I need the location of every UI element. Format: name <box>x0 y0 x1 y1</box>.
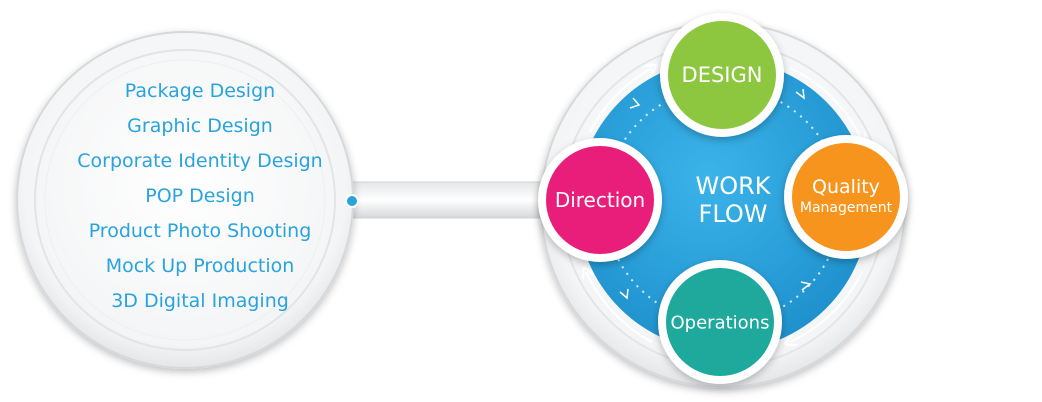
service-item: Product Photo Shooting <box>88 220 312 242</box>
service-item: 3D Digital Imaging <box>111 290 289 312</box>
workflow-hub <box>577 59 869 351</box>
connector-dot <box>345 194 359 208</box>
service-item: Corporate Identity Design <box>77 150 323 172</box>
operations-node <box>658 260 782 384</box>
connector-bar <box>344 181 571 219</box>
service-item: POP Design <box>145 185 255 207</box>
service-item: Mock Up Production <box>105 255 295 277</box>
quality-management-node <box>784 135 908 259</box>
quality-label-line2: Management <box>799 200 893 216</box>
arrow-bottom-left <box>586 272 653 343</box>
operations-label: Operations <box>670 312 770 334</box>
cycle-arrows <box>586 68 862 342</box>
workflow-center-title: WORK FLOW <box>695 172 770 228</box>
service-item: Package Design <box>124 80 276 102</box>
arrow-top-right <box>789 67 862 140</box>
service-item: Graphic Design <box>127 115 273 137</box>
design-label: DESIGN <box>681 63 763 87</box>
arrow-top-left <box>589 68 652 133</box>
workflow-center-line2: FLOW <box>698 200 768 228</box>
workflow-center-line1: WORK <box>695 172 771 200</box>
quality-label: Quality Management <box>800 177 892 219</box>
direction-label: Direction <box>554 188 646 212</box>
quality-label-line1: Quality <box>812 176 880 198</box>
design-node <box>660 13 784 137</box>
services-list: Package Design Graphic Design Corporate … <box>40 74 360 319</box>
arrow-bottom-right <box>790 271 863 342</box>
direction-node <box>538 138 662 262</box>
inner-cycle-arrows <box>619 88 812 300</box>
